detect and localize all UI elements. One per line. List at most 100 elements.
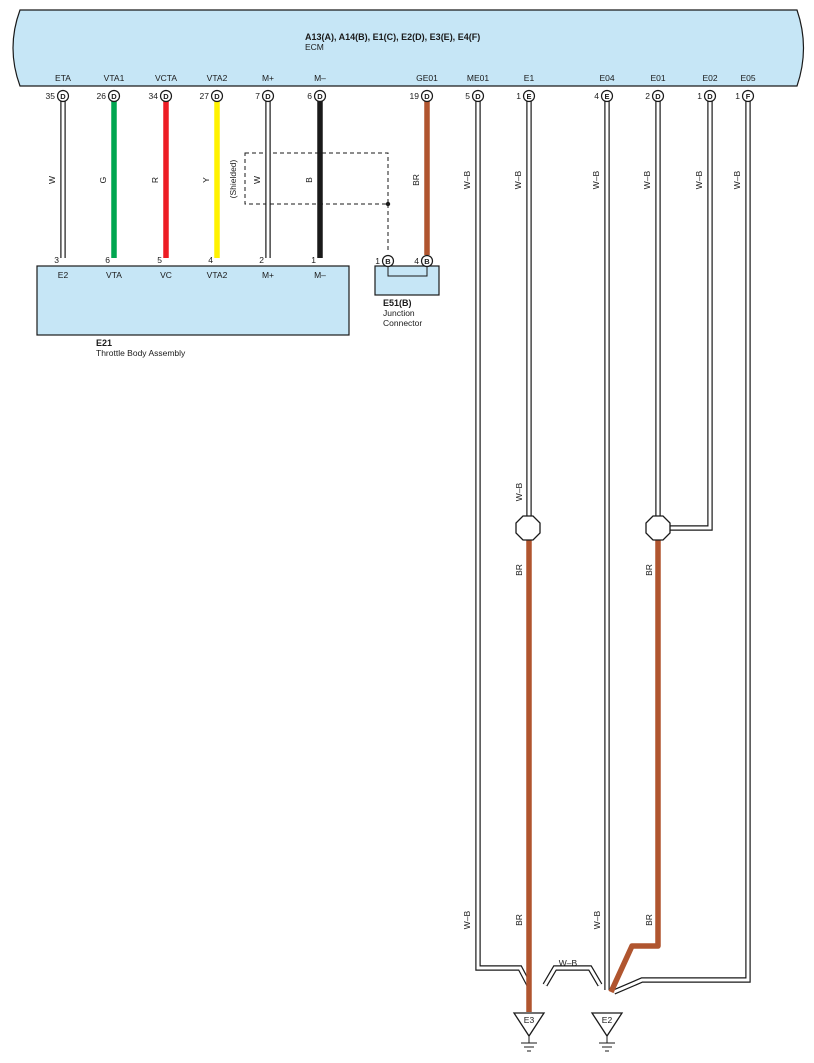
wire-label-m: B [304,177,314,183]
ecm-pin-connector-m: D [265,92,271,101]
shield-label: (Shielded) [228,159,238,198]
tb-pin-label-vc: VC [160,270,172,280]
shield-group: (Shielded) [228,152,391,251]
ecm-pin-label-e02: E02 [702,73,717,83]
tb-pin-number-m: 1 [311,255,316,265]
ecm-pin-connector-vta1: D [111,92,117,101]
ecm-pin-connector-e04: E [604,92,609,101]
junction-internal-bridge [387,266,428,277]
throttle-body-box [36,265,350,336]
ecm-pin-number-e1: 1 [516,91,521,101]
ground-e3-symbol [521,1036,537,1052]
tb-pin-number-vc: 5 [157,255,162,265]
jc-pin-terminal-4 [420,254,434,268]
tb-pin-label-m: M+ [262,270,274,280]
ecm-connector-list: A13(A), A14(B), E1(C), E2(D), E3(E), E4(… [305,32,480,42]
ecm-pin-connector-e01: D [655,92,661,101]
wire-label-e01-bottom: BR [644,914,654,926]
wire-label-e04-bottom: W–B [592,910,602,929]
ecm-pin-number-e01: 2 [645,91,650,101]
wire-label-m: W [252,176,262,184]
ground-e3-triangle [512,1012,546,1038]
ecm-pin-number-m: 6 [307,91,312,101]
wire-label-e05: W–B [732,170,742,189]
wire-e02-w-b-outline [670,101,713,531]
ecm-pin-label-e05: E05 [740,73,755,83]
jc-pin-number-4: 4 [414,256,419,266]
wire-label-e04: W–B [591,170,601,189]
ecm-pin-number-e02: 1 [697,91,702,101]
ecm-pin-terminal-vta1 [107,89,121,103]
tb-pin-number-e2: 3 [54,255,59,265]
ground-e2-triangle [590,1012,624,1038]
ecm-pin-label-me01: ME01 [467,73,489,83]
wire-label-vta1: G [98,177,108,184]
ecm-pin-terminal-e02 [703,89,717,103]
ecm-pin-label-e01: E01 [650,73,665,83]
ecm-pin-terminal-e01 [651,89,665,103]
ecm-pin-connector-m: D [317,92,323,101]
wire-label-e01-below-splice: BR [644,564,654,576]
ecm-pin-number-m: 7 [255,91,260,101]
ecm-pin-number-vta2: 27 [200,91,210,101]
junction-connector-name-1: Junction [383,308,415,318]
wire-layer [60,101,751,1012]
ecm-pin-label-vcta: VCTA [155,73,177,83]
ecm-pin-terminal-me01 [471,89,485,103]
ecm-pin-label-e1: E1 [524,73,535,83]
splice-e01-octagon [645,515,671,541]
ecm-pin-connector-me01: D [475,92,481,101]
ecm-pin-connector-vcta: D [163,92,169,101]
ecm-body [12,9,805,87]
ecm-pin-label-ge01: GE01 [416,73,438,83]
ecm-pin-number-me01: 5 [465,91,470,101]
wire-label-me01-bottom: W–B [462,910,472,929]
wire-e02-w-b [670,101,712,530]
ecm-name: ECM [305,42,324,52]
wire-me01-w-b [476,101,531,986]
wire-label-me01: W–B [462,170,472,189]
ecm-pin-label-vta2: VTA2 [207,73,228,83]
ecm-pin-number-eta: 35 [46,91,56,101]
ground-e2-symbol [599,1036,615,1052]
wire-label-vcta: R [150,177,160,183]
junction-connector-code: E51(B) [383,298,412,308]
wire-me01-w-b-outline [475,101,532,987]
ecm-pin-terminal-ge01 [420,89,434,103]
wire-label-e1-below-splice: BR [514,564,524,576]
ecm-pin-number-vta1: 26 [97,91,107,101]
tb-pin-label-vta2: VTA2 [207,270,228,280]
ecm-pin-number-vcta: 34 [149,91,159,101]
ecm-pin-terminal-vta2 [210,89,224,103]
junction-connector-box [374,265,440,296]
ecm-pin-terminal-eta [56,89,70,103]
ecm-pin-connector-e1: E [526,92,531,101]
wire-label-ge01: BR [411,174,421,186]
lower-wire-labels: W–B BR BR W–B BR W–B BR W–B [462,482,654,968]
ecm-pin-connector-e05: F [746,92,751,101]
ecm-pin-connector-e02: D [707,92,713,101]
ground-e3: E3 [512,1012,546,1052]
ecm-pin-label-eta: ETA [55,73,71,83]
wire-label-vta2: Y [201,177,211,183]
ecm-pin-number-ge01: 19 [410,91,420,101]
tb-pin-label-e2: E2 [58,270,69,280]
ground-e2: E2 [590,1012,624,1052]
ecm-pin-terminal-m [313,89,327,103]
wire-e01-to-ground-br [608,540,661,994]
ecm-pin-label-e04: E04 [599,73,614,83]
ecm-pin-terminal-e04 [600,89,614,103]
wire-label-e1: W–B [513,170,523,189]
wire-e05-w-b-outline [612,101,751,995]
tb-pin-number-vta2: 4 [208,255,213,265]
shield-dashed-box [244,152,389,205]
wire-label-e02: W–B [694,170,704,189]
jc-pin-terminal-1 [381,254,395,268]
ecm-pin-number-e05: 1 [735,91,740,101]
throttle-body-name: Throttle Body Assembly [96,348,186,358]
wire-label-e1-bottom: BR [514,914,524,926]
jc-pin-connector-1: B [385,257,391,266]
ecm-pin-terminal-e1 [522,89,536,103]
tb-pin-number-vta: 6 [105,255,110,265]
ecm-pin-connector-ge01: D [424,92,430,101]
